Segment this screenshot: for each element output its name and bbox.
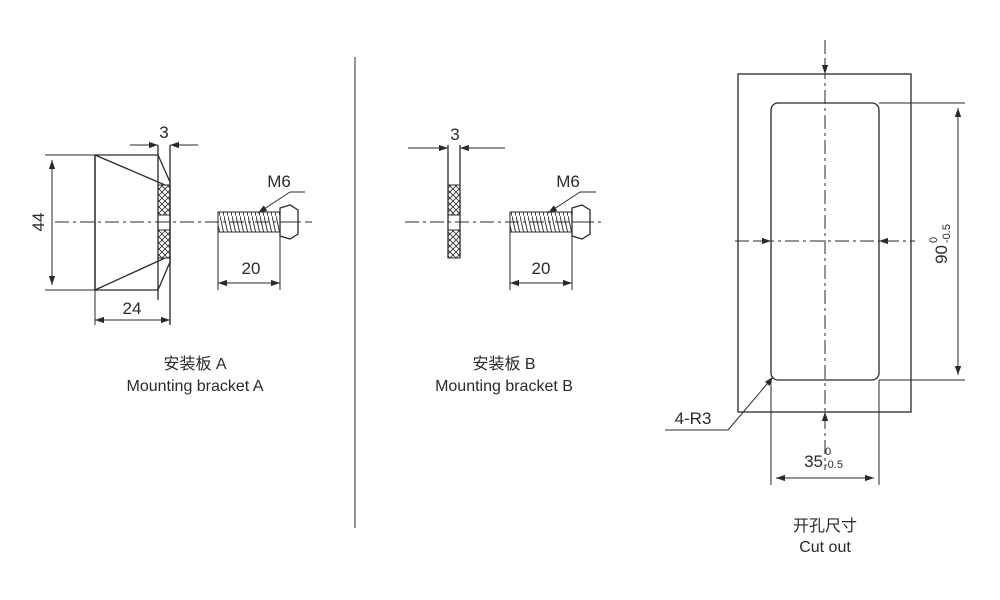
bracket-b-dim-thickness: 3 xyxy=(450,125,459,144)
cutout-dim-width: 35 xyxy=(804,452,823,471)
cutout-dim-height: 90 xyxy=(932,245,951,264)
bracket-a-plate-hatch-top xyxy=(157,184,171,216)
bracket-b-caption-cn: 安装板 B xyxy=(472,355,535,373)
bracket-b-caption-en: Mounting bracket B xyxy=(435,378,573,395)
bracket-a-drawing: 3 44 24 M6 20 安装板 A Mounting bracket A xyxy=(29,123,312,395)
bracket-a-dim-length: 24 xyxy=(123,299,142,318)
cutout-height-tol-upper: 0 xyxy=(928,237,940,243)
bracket-a-dim-thickness: 3 xyxy=(159,123,168,142)
bracket-a-taper-bottom xyxy=(94,257,166,291)
bracket-b-screw-label: M6 xyxy=(556,172,580,191)
bracket-a-plate-hatch-bottom xyxy=(157,229,171,259)
bracket-a-caption-cn: 安装板 A xyxy=(163,355,226,373)
bracket-a-dim-height: 44 xyxy=(29,213,48,232)
cutout-width-tol-upper: 0 xyxy=(825,446,831,458)
bracket-b-screw-thread xyxy=(509,211,573,233)
bracket-b-drawing: 3 M6 20 安装板 B Mounting bracket B xyxy=(405,125,605,395)
cutout-radius-leader xyxy=(727,376,774,431)
cutout-caption-en: Cut out xyxy=(799,539,851,556)
bracket-a-taper-top xyxy=(94,154,166,186)
cutout-height-label: 90 0 -0.5 xyxy=(928,224,953,264)
cutout-height-tol-lower: -0.5 xyxy=(941,224,953,243)
cutout-drawing: 90 0 -0.5 35 0 -0.5 4-R3 开孔尺寸 Cut out xyxy=(665,40,965,556)
bracket-a-screw-label: M6 xyxy=(267,172,291,191)
bracket-a-m6-leader xyxy=(257,191,291,214)
cutout-radius-label: 4-R3 xyxy=(675,409,712,428)
bracket-b-m6-leader xyxy=(547,191,581,214)
bracket-b-plate-hatch-top xyxy=(447,184,461,216)
bracket-a-screw-thread xyxy=(217,211,281,233)
bracket-a-caption-en: Mounting bracket A xyxy=(127,378,264,395)
bracket-b-screw-length: 20 xyxy=(532,259,551,278)
bracket-a-screw-length: 20 xyxy=(242,259,261,278)
cutout-width-tol-lower: -0.5 xyxy=(824,459,843,471)
cutout-caption-cn: 开孔尺寸 xyxy=(793,517,857,535)
bracket-b-plate-hatch-bottom xyxy=(447,229,461,259)
